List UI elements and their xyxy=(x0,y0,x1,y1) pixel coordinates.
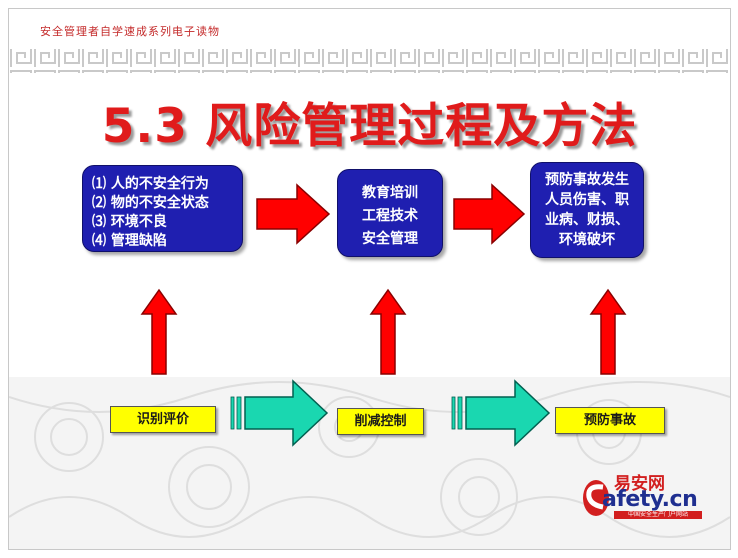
cause-item: ⑴ 人的不安全行为 xyxy=(92,176,209,192)
right-arrow-teal xyxy=(230,379,329,447)
results-box: 预防事故发生 人员伤害、职 业病、财损、 环境破坏 xyxy=(530,162,644,258)
logo-domain-text: afety.cn xyxy=(602,487,698,512)
right-arrow-teal xyxy=(451,379,551,447)
up-arrow-red xyxy=(589,288,627,375)
right-arrow-red xyxy=(256,183,331,245)
measure-item: 工程技术 xyxy=(362,208,418,224)
logo-subtitle: 中国安全生产门户网站 xyxy=(614,511,702,519)
decorative-pattern-band xyxy=(9,377,730,549)
step-reduce-control: 削减控制 xyxy=(337,408,424,435)
result-line: 人员伤害、职 xyxy=(545,192,629,208)
cause-item: ⑶ 环境不良 xyxy=(92,214,167,230)
measure-item: 教育培训 xyxy=(362,185,418,201)
greek-key-border xyxy=(9,49,730,73)
logo-chinese-text: 易安网 xyxy=(614,474,665,494)
cause-item: ⑵ 物的不安全状态 xyxy=(92,195,209,211)
causes-box: ⑴ 人的不安全行为 ⑵ 物的不安全状态 ⑶ 环境不良 ⑷ 管理缺陷 xyxy=(82,165,243,252)
series-header: 安全管理者自学速成系列电子读物 xyxy=(40,25,220,38)
result-line: 环境破坏 xyxy=(559,232,615,248)
step-prevent-accident: 预防事故 xyxy=(555,407,665,434)
up-arrow-red xyxy=(140,288,178,375)
safety-logo-icon xyxy=(583,480,609,516)
right-arrow-red xyxy=(453,183,526,245)
page-title: 5.3 风险管理过程及方法 xyxy=(101,99,638,154)
result-line: 预防事故发生 xyxy=(545,172,629,188)
arrows-layer xyxy=(140,183,627,447)
step-identify-evaluate: 识别评价 xyxy=(110,406,216,433)
cause-item: ⑷ 管理缺陷 xyxy=(92,233,167,249)
result-line: 业病、财损、 xyxy=(545,212,629,228)
slide: 安全管理者自学速成系列电子读物 5.3 风险管理过程及方法 ⑴ 人的不安全行为 … xyxy=(8,8,731,550)
up-arrow-red xyxy=(369,288,407,375)
measure-item: 安全管理 xyxy=(362,231,418,247)
measures-box: 教育培训 工程技术 安全管理 xyxy=(337,169,443,257)
